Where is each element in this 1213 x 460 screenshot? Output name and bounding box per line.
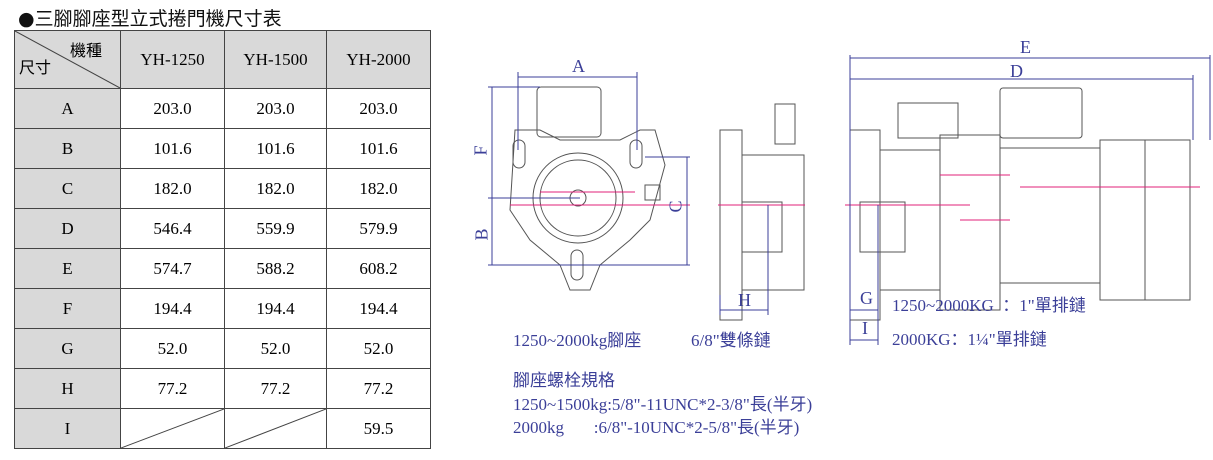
table-cell: 77.2	[224, 368, 327, 409]
front-view-outline	[509, 129, 666, 291]
dim-e-label: E	[1020, 37, 1031, 57]
row-label: G	[14, 328, 121, 369]
dim-a-label: A	[572, 56, 585, 76]
column-header: YH-1500	[224, 30, 327, 89]
table-cell: 101.6	[326, 128, 431, 169]
table-cell: 574.7	[120, 248, 225, 289]
bolt-spec-2: 2000kg :6/8"-10UNC*2-5/8"長(半牙)	[513, 418, 800, 437]
table-cell: 546.4	[120, 208, 225, 249]
dim-g-label: G	[860, 288, 873, 308]
row-label: I	[14, 408, 121, 449]
column-header: YH-1250	[120, 30, 225, 89]
table-row: I 59.5	[14, 408, 431, 449]
row-label: C	[14, 168, 121, 209]
table-cell: 203.0	[326, 88, 431, 129]
row-label: F	[14, 288, 121, 329]
dim-c-label: C	[665, 200, 686, 213]
dim-b-label: B	[471, 228, 492, 241]
column-header: YH-2000	[326, 30, 431, 89]
table-cell: 182.0	[120, 168, 225, 209]
table-cell: 101.6	[224, 128, 327, 169]
table-cell: 194.4	[326, 288, 431, 329]
table-cell: 77.2	[120, 368, 225, 409]
bolt-spec-title: 腳座螺栓規格	[513, 371, 615, 390]
row-label: A	[14, 88, 121, 129]
table-cell: 59.5	[326, 408, 431, 449]
dim-d-label: D	[1010, 61, 1023, 81]
dim-i-label: I	[862, 318, 868, 338]
single-chain-note-1: 1250~2000KG ：1"單排鏈	[892, 296, 1086, 315]
table-cell: 182.0	[224, 168, 327, 209]
empty-cell	[120, 408, 225, 449]
table-cell: 608.2	[326, 248, 431, 289]
page-title: ●三腳腳座型立式捲門機尺寸表	[18, 8, 282, 30]
table-header-row: 機種 尺寸 YH-1250 YH-1500 YH-2000	[14, 30, 431, 89]
table-cell: 52.0	[224, 328, 327, 369]
table-cell: 194.4	[120, 288, 225, 329]
single-chain-note-2: 2000KG：1¼"單排鏈	[892, 330, 1047, 349]
bolt-spec-1: 1250~1500kg:5/8"-11UNC*2-3/8"長(半牙)	[513, 395, 813, 414]
empty-cell	[224, 408, 327, 449]
model-label: 機種	[69, 41, 102, 60]
table-cell: 52.0	[120, 328, 225, 369]
dim-f-label: F	[470, 145, 491, 156]
dimension-label: 尺寸	[19, 58, 52, 77]
table-cell: 52.0	[326, 328, 431, 369]
corner-cell: 機種 尺寸	[14, 30, 121, 89]
table-cell: 101.6	[120, 128, 225, 169]
base-note: 1250~2000kg腳座	[513, 331, 642, 350]
row-label: E	[14, 248, 121, 289]
row-label: B	[14, 128, 121, 169]
dim-h-label: H	[738, 290, 751, 310]
table-cell: 588.2	[224, 248, 327, 289]
row-label: H	[14, 368, 121, 409]
table-cell: 203.0	[120, 88, 225, 129]
double-chain-note: 6/8"雙條鏈	[691, 331, 771, 350]
